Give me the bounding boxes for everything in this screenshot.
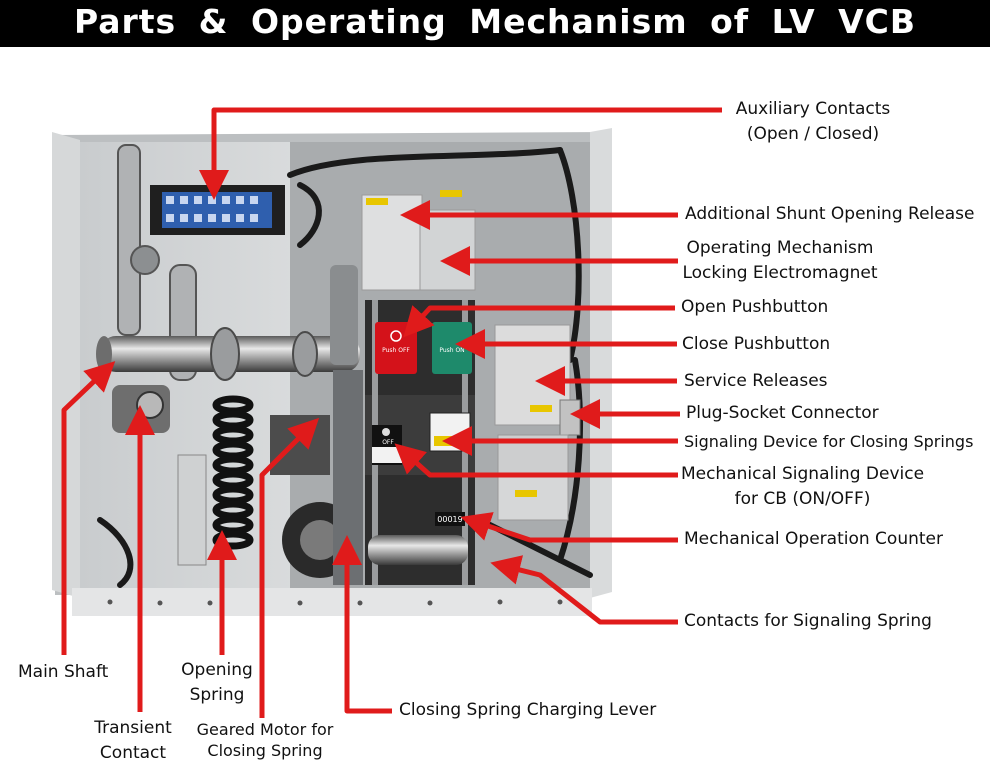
label-locking-electromagnet: Operating Mechanism Locking Electromagne… (682, 238, 878, 283)
vcb-photo: Push OFF Push ON OFF 00019 (52, 128, 612, 616)
label-geared-motor: Geared Motor for Closing Spring (196, 720, 334, 760)
bottom-roller (368, 535, 468, 565)
arrow-open-pushbutton (403, 305, 675, 338)
arrow-main-shaft (61, 361, 116, 655)
arrow-geared-motor (259, 417, 320, 718)
label-close-pushbutton: Close Pushbutton (682, 334, 831, 354)
arrow-auxiliary-contacts (199, 107, 722, 200)
counter-text: 00019 (437, 515, 462, 524)
operation-counter (435, 512, 465, 526)
label-closing-spring-lever: Closing Spring Charging Lever (399, 700, 657, 720)
label-plug-socket: Plug-Socket Connector (686, 403, 879, 423)
push-on-text: Push ON (439, 347, 464, 354)
label-signaling-closing-springs: Signaling Device for Closing Springs (684, 432, 974, 451)
label-contacts-signaling-spring: Contacts for Signaling Spring (684, 611, 932, 631)
label-additional-shunt: Additional Shunt Opening Release (685, 204, 975, 224)
label-transient-contact: Transient Contact (94, 718, 172, 763)
label-service-releases: Service Releases (684, 371, 828, 391)
housing-left-wall (52, 132, 80, 598)
arrow-charging-lever (332, 535, 392, 714)
label-opening-spring: Opening Spring (181, 660, 253, 705)
arrow-operation-counter (460, 512, 678, 543)
arrow-mechanical-signaling (394, 443, 678, 478)
page-title: Parts & Operating Mechanism of LV VCB (73, 2, 917, 41)
label-open-pushbutton: Open Pushbutton (681, 297, 829, 317)
label-main-shaft: Main Shaft (18, 662, 109, 682)
label-mechanical-signaling: Mechanical Signaling Device for CB (ON/O… (680, 464, 925, 509)
housing-right-wall (590, 128, 612, 598)
arrow-signaling-spring-contacts (490, 555, 678, 625)
opening-spring-coil (212, 395, 254, 550)
off-indicator-text: OFF (382, 439, 394, 446)
push-off-text: Push OFF (382, 347, 410, 354)
label-operation-counter: Mechanical Operation Counter (684, 529, 943, 549)
label-auxiliary-contacts: Auxiliary Contacts (Open / Closed) (735, 99, 891, 144)
title-banner: Parts & Operating Mechanism of LV VCB (0, 0, 990, 47)
base-holes (107, 599, 563, 606)
